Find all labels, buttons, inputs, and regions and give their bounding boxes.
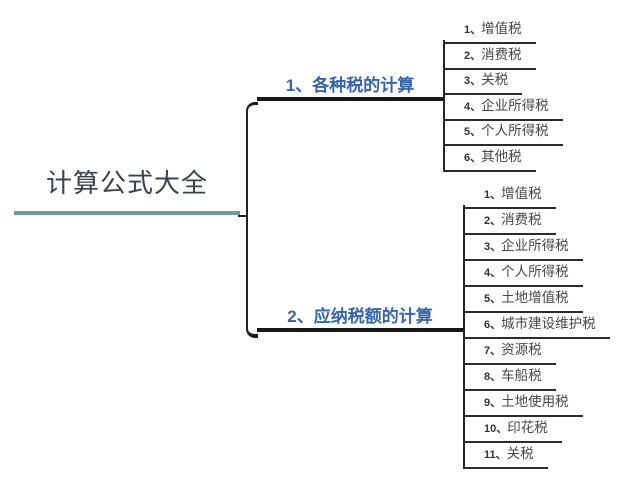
leaf-number: 4、	[484, 267, 502, 279]
leaf-label: 土地使用税	[501, 394, 569, 409]
leaf-number: 4、	[464, 101, 482, 113]
leaf-label: 个人所得税	[481, 123, 549, 138]
leaf-node[interactable]: 10、印花税	[463, 418, 562, 443]
leaf-number: 7、	[484, 345, 502, 357]
leaf-node[interactable]: 3、关税	[443, 70, 523, 95]
leaf-label: 城市建设维护税	[501, 316, 596, 331]
leaf-node[interactable]: 1、增值税	[443, 19, 536, 44]
leaf-number: 10、	[484, 423, 508, 435]
leaf-number: 5、	[484, 293, 502, 305]
leaf-label: 企业所得税	[481, 98, 549, 113]
leaf-label: 关税	[481, 72, 509, 87]
main-branch-connector	[246, 102, 258, 338]
leaf-node[interactable]: 6、城市建设维护税	[463, 314, 610, 339]
branch-topic-2[interactable]: 2、应纳税额的计算	[257, 306, 463, 332]
leaf-node[interactable]: 8、车船税	[463, 366, 556, 391]
leaf-number: 8、	[484, 371, 502, 383]
leaf-label: 企业所得税	[501, 238, 569, 253]
leaf-node[interactable]: 5、个人所得税	[443, 121, 563, 146]
leaf-number: 3、	[484, 241, 502, 253]
leaf-node[interactable]: 5、土地增值税	[463, 288, 583, 313]
leaf-label: 增值税	[501, 186, 542, 201]
leaf-number: 9、	[484, 397, 502, 409]
leaf-label: 关税	[506, 446, 534, 461]
leaf-number: 2、	[484, 215, 502, 227]
leaf-number: 1、	[464, 24, 482, 36]
root-connector-line	[238, 215, 247, 217]
leaf-node[interactable]: 4、企业所得税	[443, 96, 563, 121]
leaf-number: 1、	[484, 189, 502, 201]
leaf-node[interactable]: 2、消费税	[443, 45, 536, 70]
leaf-label: 车船税	[501, 368, 542, 383]
branch1-children-spine	[443, 40, 445, 170]
root-topic[interactable]: 计算公式大全	[14, 168, 240, 215]
leaf-label: 土地增值税	[501, 290, 569, 305]
leaf-label: 消费税	[501, 212, 542, 227]
leaf-node[interactable]: 2、消费税	[463, 210, 556, 235]
leaf-label: 增值税	[481, 21, 522, 36]
leaf-label: 个人所得税	[501, 264, 569, 279]
leaf-number: 11、	[484, 449, 507, 461]
leaf-number: 6、	[484, 319, 502, 331]
branch-topic-1[interactable]: 1、各种税的计算	[257, 75, 443, 101]
leaf-label: 其他税	[481, 149, 522, 164]
leaf-number: 3、	[464, 75, 482, 87]
leaf-label: 资源税	[501, 342, 542, 357]
leaf-label: 消费税	[481, 47, 522, 62]
branch2-children-spine	[463, 205, 465, 467]
leaf-node[interactable]: 7、资源税	[463, 340, 556, 365]
leaf-node[interactable]: 4、个人所得税	[463, 262, 583, 287]
leaf-number: 2、	[464, 50, 482, 62]
leaf-node[interactable]: 9、土地使用税	[463, 392, 583, 417]
leaf-node[interactable]: 6、其他税	[443, 147, 536, 172]
leaf-number: 5、	[464, 126, 482, 138]
leaf-node[interactable]: 3、企业所得税	[463, 236, 583, 261]
leaf-number: 6、	[464, 152, 482, 164]
leaf-label: 印花税	[507, 420, 548, 435]
leaf-node[interactable]: 1、增值税	[463, 184, 556, 209]
leaf-node[interactable]: 11、关税	[463, 444, 548, 469]
